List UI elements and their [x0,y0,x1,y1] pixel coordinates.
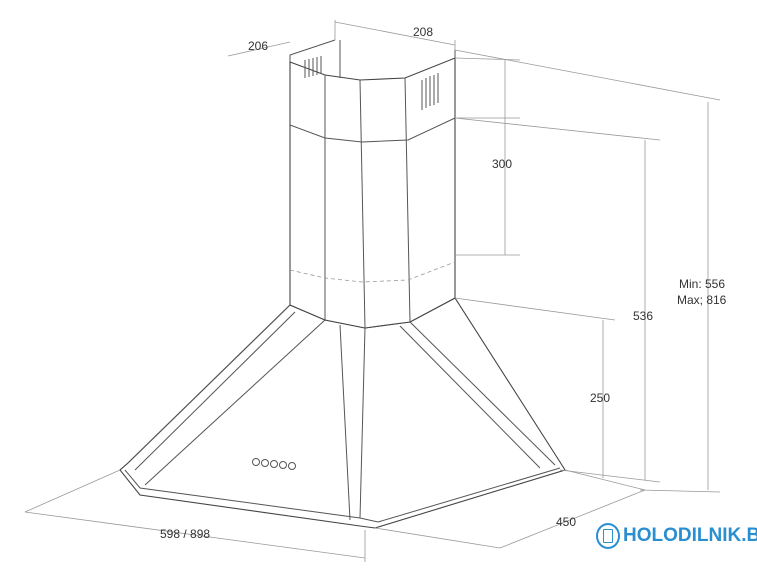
dim-chimney-depth: 206 [248,39,268,53]
logo-text: HOLODILNIK.BY [623,525,757,546]
fridge-icon [596,523,620,549]
holodilnik-logo: HOLODILNIK.BY [596,523,757,549]
hood-outline [119,39,566,529]
control-buttons [252,458,296,470]
dim-height-max: Max; 816 [677,293,727,307]
vent-grille-left [304,56,322,78]
dimension-lines [24,20,721,562]
dim-width: 598 / 898 [160,527,210,541]
dim-depth: 450 [556,515,576,529]
dim-chimney-extension: 300 [492,157,512,171]
dim-hood-height: 250 [590,391,610,405]
dim-chimney-width: 208 [413,25,433,39]
dim-total-height: 536 [633,309,653,323]
dim-height-min: Min: 556 [679,277,725,291]
vent-grille-right [421,73,439,110]
